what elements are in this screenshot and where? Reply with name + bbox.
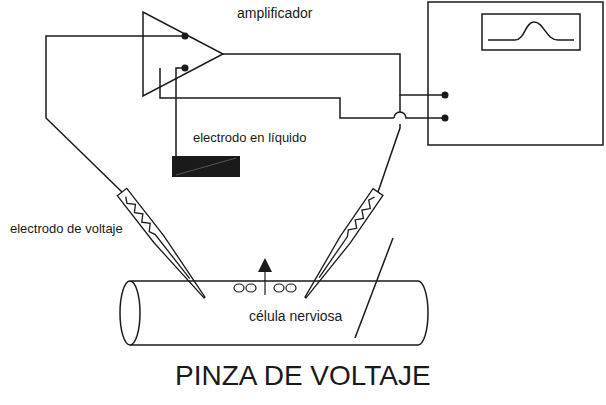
oscilloscope-screen [482, 14, 580, 50]
diagram-title: PINZA DE VOLTAJE [175, 360, 431, 392]
wire [46, 36, 185, 192]
input-terminal [182, 65, 189, 72]
wire [378, 124, 400, 192]
signal-trace [488, 22, 574, 40]
ion-channel [286, 284, 296, 292]
amplifier-symbol [143, 12, 223, 96]
cylinder-outline [120, 281, 428, 345]
scope-terminal [442, 115, 449, 122]
voltage-electrode [117, 188, 209, 301]
ion-channel [274, 284, 284, 292]
node-label: célula nerviosa [249, 308, 342, 324]
electrode-label: electrodo de voltaje [10, 222, 123, 237]
electrode-label: electrodo en líquido [193, 131, 306, 146]
wire [223, 54, 445, 95]
input-terminal [182, 33, 189, 40]
wire [160, 68, 394, 118]
current-arrowhead [258, 258, 272, 272]
wire-hop [394, 112, 445, 118]
scope-terminal [442, 92, 449, 99]
liquid-electrode [172, 156, 240, 177]
amplifier-label: amplificador [237, 5, 312, 21]
current-electrode [355, 238, 393, 338]
liquid-electrode [176, 158, 236, 175]
wire [176, 68, 185, 156]
ion-channel [246, 284, 256, 292]
nerve-cell: célula nerviosa [118, 280, 430, 346]
voltage-electrode [301, 189, 383, 301]
ion-channel [234, 284, 244, 292]
wire [399, 95, 401, 112]
oscilloscope [428, 2, 603, 145]
